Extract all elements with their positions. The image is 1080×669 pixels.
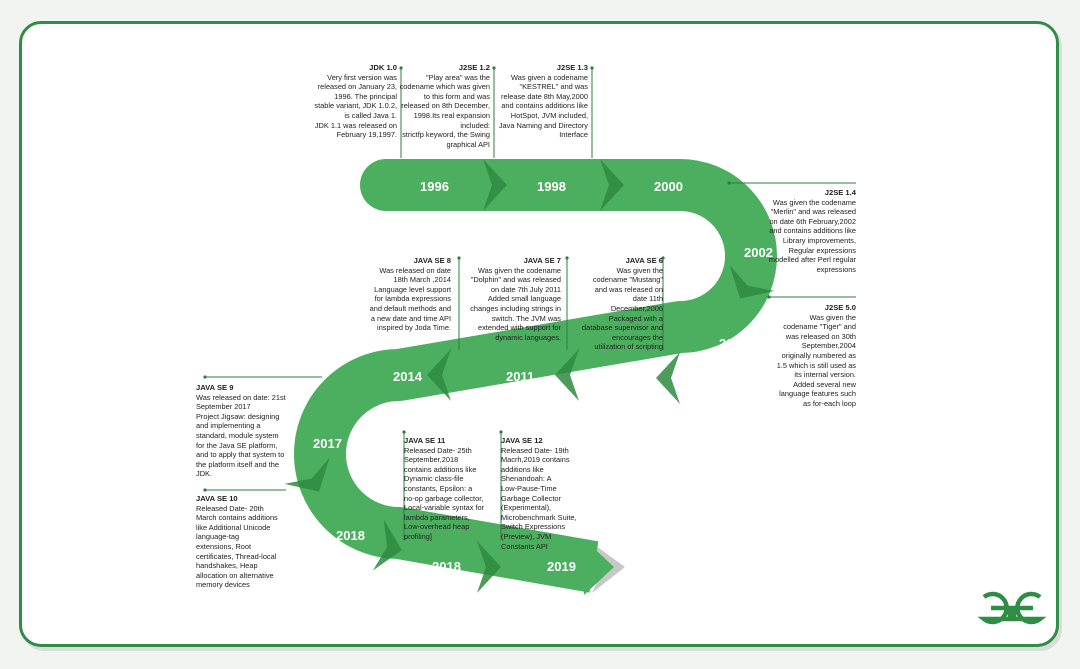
year-label-1998: 1998 xyxy=(537,179,566,194)
year-label-2011: 2011 xyxy=(506,369,534,384)
leader-dot xyxy=(767,295,771,299)
note-java-se-8: JAVA SE 8 Was released on date 18th Marc… xyxy=(369,256,451,333)
leader-dot xyxy=(565,256,569,260)
year-label-2002: 2002 xyxy=(744,245,773,260)
year-label-2000: 2000 xyxy=(654,179,683,194)
chevron-group xyxy=(284,159,775,593)
leader-dot xyxy=(499,430,503,434)
leader-dot xyxy=(492,66,496,70)
gfg-logo-icon xyxy=(977,591,1047,625)
leader-dot xyxy=(727,181,731,185)
chevron-arrow xyxy=(656,352,680,404)
year-label-2019: 2019 xyxy=(547,559,576,574)
leader-line-group xyxy=(203,66,856,540)
note-java-se-6: JAVA SE 6 Was given the codename "Mustan… xyxy=(582,256,663,352)
year-label-2017: 2017 xyxy=(313,436,342,451)
leader-dot xyxy=(203,488,207,492)
year-label-1996: 1996 xyxy=(420,179,449,194)
note-java-se-9: JAVA SE 9 Was released on date: 21st Sep… xyxy=(196,383,286,479)
chevron-arrow xyxy=(477,541,501,593)
leader-dot xyxy=(661,256,665,260)
band-start-cap xyxy=(360,159,412,211)
year-label-2018-b: 2018 xyxy=(432,559,461,574)
year-label-2018-a: 2018 xyxy=(336,528,365,543)
year-label-2004: 2004 xyxy=(719,336,749,351)
note-j2se-1-4: J2SE 1.4 Was given the codename "Merlin"… xyxy=(768,188,856,274)
note-jdk-1-0: JDK 1.0 Very first version was released … xyxy=(314,63,397,140)
leader-dot xyxy=(457,256,461,260)
note-java-se-11: JAVA SE 11 Released Date- 25th September… xyxy=(404,436,485,541)
end-arrow-head xyxy=(584,539,614,595)
note-java-se-10: JAVA SE 10 Released Date- 20th March con… xyxy=(196,494,278,590)
note-java-se-7: JAVA SE 7 Was given the codename "Dolphi… xyxy=(470,256,561,342)
note-j2se-5-0: J2SE 5.0 Was given the codename "Tiger" … xyxy=(776,303,856,408)
chevron-arrow xyxy=(284,457,330,492)
note-java-se-12: JAVA SE 12 Released Date- 19th Macrh,201… xyxy=(501,436,577,551)
chevron-arrow xyxy=(600,159,624,211)
timeline-band xyxy=(294,159,777,593)
year-label-2014: 2014 xyxy=(393,369,423,384)
leader-dot xyxy=(399,66,403,70)
note-j2se-1-3: J2SE 1.3 Was given a codename "KESTREL" … xyxy=(498,63,588,140)
chevron-arrow xyxy=(729,264,775,299)
leader-dot xyxy=(402,430,406,434)
chevron-arrow xyxy=(483,159,507,211)
chevron-arrow xyxy=(427,349,451,401)
note-j2se-1-2: J2SE 1.2 "Play area" was the codename wh… xyxy=(399,63,490,149)
chevron-arrow xyxy=(555,349,579,401)
leader-dot xyxy=(590,66,594,70)
leader-dot xyxy=(203,375,207,379)
year-label-2006: 2006 xyxy=(614,369,643,384)
chevron-arrow xyxy=(372,519,402,571)
